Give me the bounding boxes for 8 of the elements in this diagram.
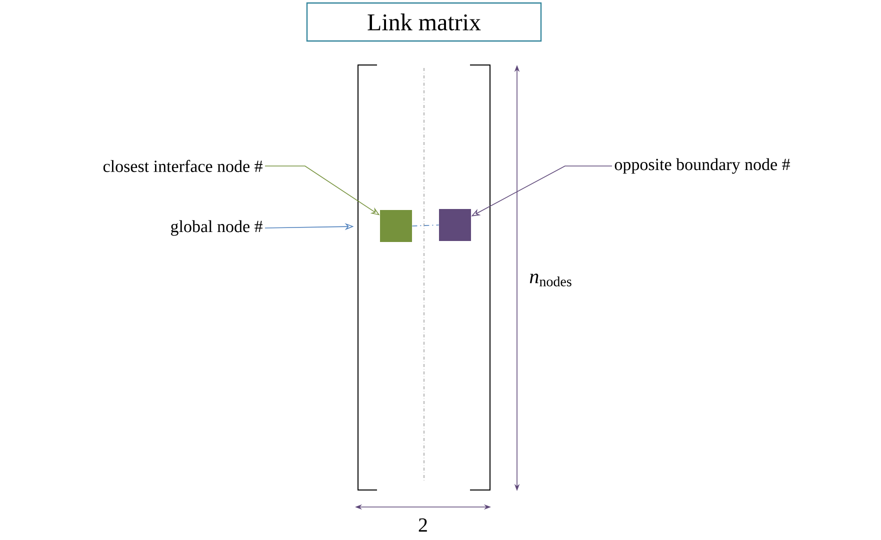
dimension-label: 2 xyxy=(418,518,427,532)
node-square xyxy=(439,209,471,241)
node-square xyxy=(380,210,412,242)
node-label: global node # xyxy=(171,220,262,236)
node-label: opposite boundary node # xyxy=(614,158,790,174)
dimension-label: n$_{nodes}$ xyxy=(530,274,572,286)
title-box: Link matrix xyxy=(306,2,542,42)
node-label: closest interface node # xyxy=(103,160,263,172)
